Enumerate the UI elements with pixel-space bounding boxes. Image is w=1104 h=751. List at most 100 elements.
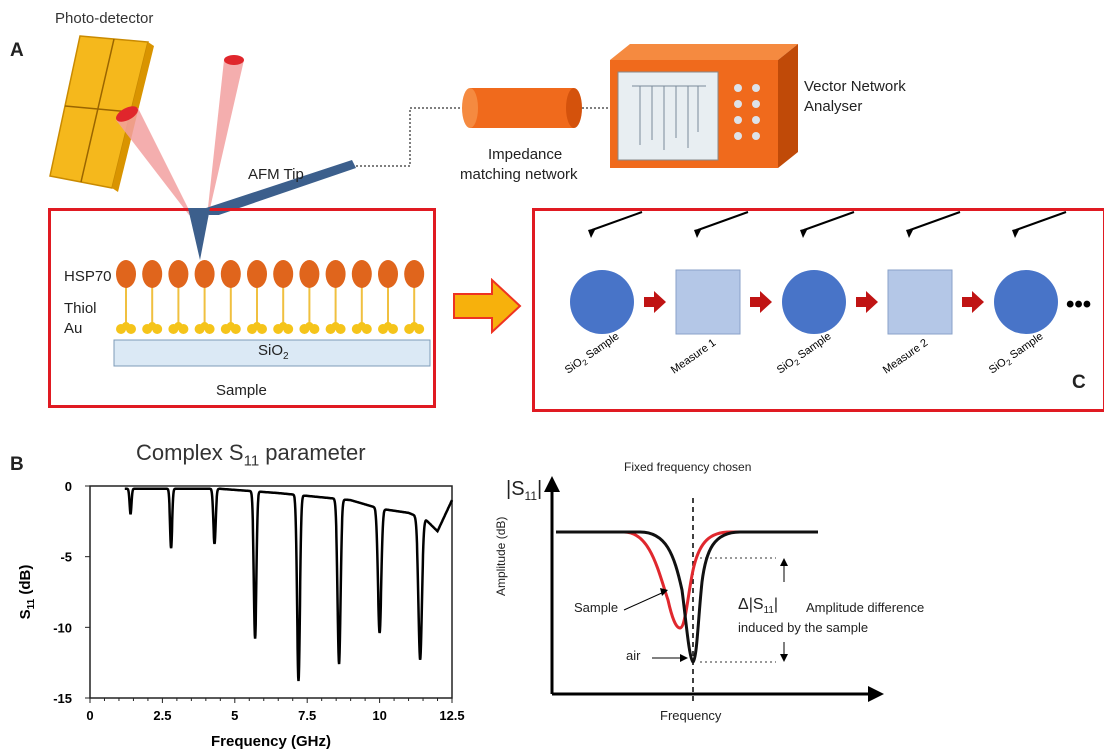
delta-text: Δ|S xyxy=(738,596,764,613)
sequence-step: SiO2 Sample xyxy=(987,211,1067,378)
tip-point-icon xyxy=(1012,228,1020,238)
afm-tip-icon xyxy=(188,208,210,260)
vna-label-line2: Analyser xyxy=(804,98,863,115)
hsp70-molecule xyxy=(220,260,241,334)
molecule-row xyxy=(116,260,425,334)
sequence-step: Measure 2 xyxy=(881,211,961,377)
cable-line xyxy=(356,107,470,167)
hsp70-molecule xyxy=(273,260,294,334)
plot-frame xyxy=(89,485,453,699)
hsp70-molecule xyxy=(351,260,372,334)
y-tick-label: -15 xyxy=(53,691,72,706)
schematic-x-arrow xyxy=(868,686,884,702)
abs-sub: 11 xyxy=(524,489,538,503)
tip-icon xyxy=(909,211,961,231)
tip-point-icon xyxy=(906,228,914,238)
measure-square xyxy=(675,269,741,335)
abs-open: |S xyxy=(506,478,525,500)
hsp70-molecule xyxy=(325,260,346,334)
hsp70-molecule xyxy=(116,260,136,334)
ellipsis: ••• xyxy=(1066,291,1091,318)
frequency-axis-label: Frequency xyxy=(660,708,722,723)
difference-arrowhead-bottom xyxy=(780,654,788,662)
sample-curve xyxy=(556,530,816,630)
impedance-network-icon xyxy=(462,88,582,128)
au-label: Au xyxy=(64,320,83,337)
chart-title: Complex S11 parameter xyxy=(136,440,366,469)
x-tick-label: 0 xyxy=(86,708,93,723)
x-tick-label: 2.5 xyxy=(153,708,171,723)
x-axis-label: Frequency (GHz) xyxy=(211,733,331,750)
chart-title-sub: 11 xyxy=(243,452,260,470)
step-arrow-icon xyxy=(644,291,666,313)
step-label: Measure 1 xyxy=(669,337,718,377)
air-curve-label: air xyxy=(626,648,641,663)
hsp70-molecule xyxy=(299,260,320,334)
sequence-step: Measure 1 xyxy=(669,211,749,377)
step-label: SiO2 Sample xyxy=(987,330,1047,378)
chart-title-main: Complex S xyxy=(136,440,244,465)
impedance-label-line2: matching network xyxy=(460,166,578,183)
hsp70-molecule xyxy=(168,260,189,334)
tip-icon xyxy=(591,211,643,231)
sample-illustration xyxy=(113,208,431,367)
photodetector-label: Photo-detector xyxy=(55,10,154,27)
tip-icon xyxy=(803,211,855,231)
sample-circle xyxy=(994,270,1058,334)
delta-sub: 11 xyxy=(763,605,774,617)
laser-beam-icon xyxy=(116,55,244,215)
vector-network-analyser-icon xyxy=(610,44,798,168)
sio2-label: SiO2 xyxy=(258,342,289,362)
vna-label-line1: Vector Network xyxy=(804,78,906,95)
sample-pointer-head xyxy=(660,588,668,596)
schematic-illustration xyxy=(544,476,884,704)
sample-circle xyxy=(570,270,634,334)
difference-arrowhead-top xyxy=(780,558,788,566)
panel-label-a: A xyxy=(10,40,24,61)
tip-point-icon xyxy=(588,228,596,238)
air-curve xyxy=(556,530,818,665)
sequence-step: SiO2 Sample xyxy=(775,211,855,378)
tip-point-icon xyxy=(694,228,702,238)
x-tick-label: 5 xyxy=(231,708,238,723)
step-label: SiO2 Sample xyxy=(775,330,835,378)
panel-label-c: C xyxy=(1072,372,1086,393)
hsp70-molecule xyxy=(142,260,163,334)
tip-icon xyxy=(1015,211,1067,231)
y-tick-label: -10 xyxy=(53,620,72,635)
transition-arrow-icon xyxy=(453,278,522,334)
x-tick-label: 7.5 xyxy=(298,708,316,723)
x-tick-label: 12.5 xyxy=(439,708,464,723)
tip-point-icon xyxy=(800,228,808,238)
setup-illustration xyxy=(49,35,798,215)
sample-label: Sample xyxy=(216,382,267,399)
hsp70-molecule xyxy=(404,260,425,334)
sio2-text: SiO xyxy=(258,342,284,359)
step-label: Measure 2 xyxy=(881,337,930,377)
sample-box xyxy=(48,208,436,408)
schematic-title: Fixed frequency chosen xyxy=(624,460,752,474)
y-tick-label: 0 xyxy=(65,479,72,494)
sio2-subscript: 2 xyxy=(283,351,289,362)
panel-label-b: B xyxy=(10,454,24,475)
sio2-substrate xyxy=(113,339,431,367)
sequence-step: SiO2 Sample xyxy=(563,211,643,376)
afm-tip-label: AFM Tip xyxy=(248,166,304,183)
s11-series-line xyxy=(124,487,454,682)
step-arrow-icon xyxy=(856,291,878,313)
hsp70-molecule xyxy=(194,260,215,334)
sample-curve-label: Sample xyxy=(574,600,619,615)
afm-cantilever-icon xyxy=(206,160,356,215)
delta-label: Δ|S11| xyxy=(738,596,778,616)
difference-label-line1: Amplitude difference xyxy=(806,600,925,615)
difference-label-line2: induced by the sample xyxy=(738,620,869,635)
sample-circle xyxy=(782,270,846,334)
y-tick-label: -5 xyxy=(60,550,72,565)
measure-square xyxy=(887,269,953,335)
tip-icon xyxy=(697,211,749,231)
air-pointer-head xyxy=(680,654,688,662)
abs-close: | xyxy=(537,478,543,500)
chart-title-rest: parameter xyxy=(259,440,366,465)
